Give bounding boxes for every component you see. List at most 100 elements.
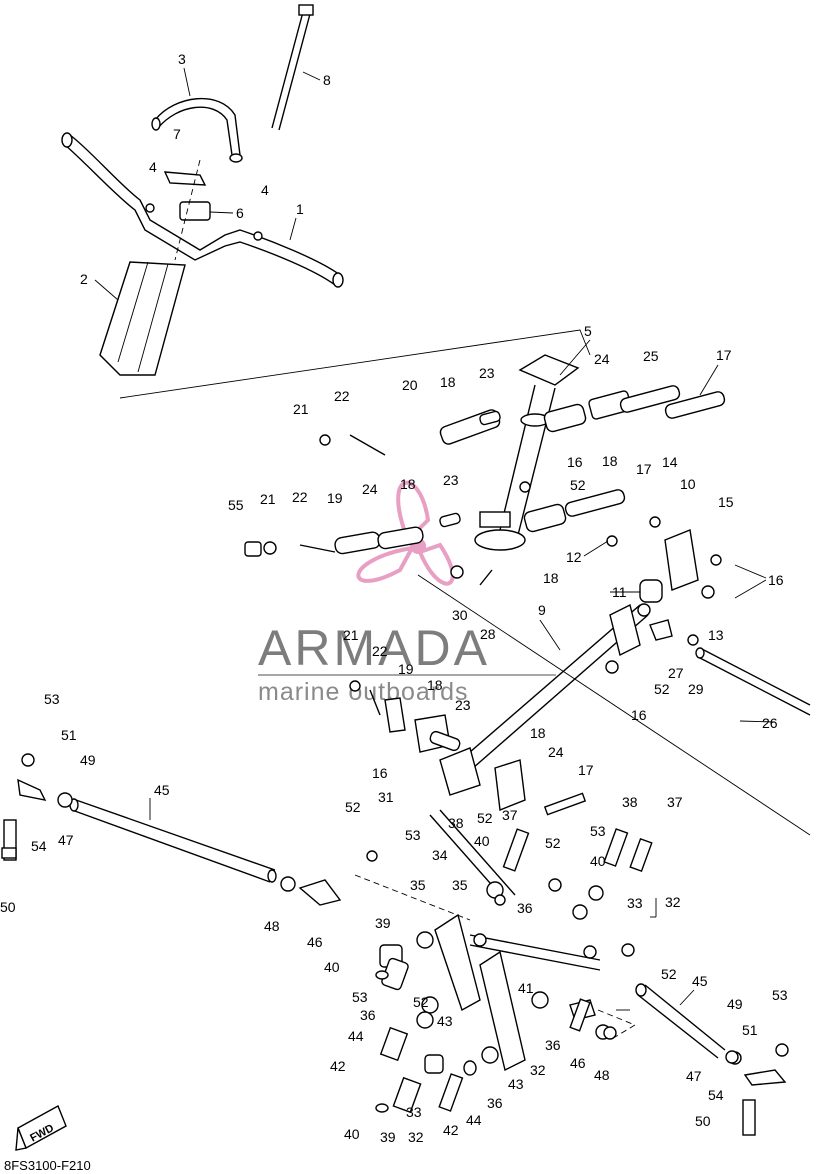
callout: 32: [408, 1129, 424, 1145]
fwd-direction-badge: FWD: [15, 1105, 67, 1151]
watermark-propeller-logo: [356, 480, 455, 586]
callout: 15: [718, 494, 734, 510]
callout: 38: [622, 794, 638, 810]
callout: 23: [455, 697, 471, 713]
callout: 50: [0, 899, 16, 915]
callout: 22: [292, 489, 308, 505]
callout: 52: [545, 835, 561, 851]
callout: 46: [570, 1055, 586, 1071]
callout: 23: [479, 365, 495, 381]
left-ball-joint: [1, 753, 342, 906]
callout: 37: [502, 807, 518, 823]
small-hardware: [244, 410, 739, 1114]
callout: 13: [708, 627, 724, 643]
callout: 33: [406, 1104, 422, 1120]
callout: 40: [474, 833, 490, 849]
callout: 16: [768, 572, 784, 588]
callout: 53: [590, 823, 606, 839]
callout: 43: [508, 1076, 524, 1092]
callout: 54: [708, 1087, 724, 1103]
callout: 48: [264, 918, 280, 934]
callout: 10: [680, 476, 696, 492]
callout: 40: [324, 959, 340, 975]
main-shaft: [454, 603, 811, 776]
callout: 27: [668, 665, 684, 681]
callout: 54: [31, 838, 47, 854]
callout: 35: [410, 877, 426, 893]
callout: 6: [236, 205, 244, 221]
callout: 37: [667, 794, 683, 810]
callout: 47: [58, 832, 74, 848]
callout: 19: [327, 490, 343, 506]
callout: 17: [636, 461, 652, 477]
callout: 7: [173, 126, 181, 142]
callout: 18: [530, 725, 546, 741]
callout: 16: [372, 765, 388, 781]
callout: 31: [378, 789, 394, 805]
callout: 42: [443, 1122, 459, 1138]
callout: 46: [307, 934, 323, 950]
callout: 43: [437, 1013, 453, 1029]
callout: 35: [452, 877, 468, 893]
callout: 39: [375, 915, 391, 931]
callout: 49: [80, 752, 96, 768]
callout: 55: [228, 497, 244, 513]
callout: 51: [61, 727, 77, 743]
callout: 18: [400, 476, 416, 492]
callout: 9: [538, 602, 546, 618]
callout: 52: [413, 994, 429, 1010]
callout: 18: [440, 374, 456, 390]
callout: 48: [594, 1067, 610, 1083]
callout: 29: [688, 681, 704, 697]
callout: 8: [323, 72, 331, 88]
callout: 33: [627, 895, 643, 911]
callout: 18: [602, 453, 618, 469]
callout: 2: [80, 271, 88, 287]
callout: 52: [661, 966, 677, 982]
callout: 21: [293, 401, 309, 417]
section-boundary: [119, 329, 591, 399]
callout: 52: [654, 681, 670, 697]
callout: 52: [477, 810, 493, 826]
callout: 53: [405, 827, 421, 843]
callout: 36: [487, 1095, 503, 1111]
callout: 21: [260, 491, 276, 507]
callout: 4: [261, 182, 269, 198]
callout: 32: [665, 894, 681, 910]
callout: 38: [448, 815, 464, 831]
callout: 22: [372, 643, 388, 659]
callout: 47: [686, 1068, 702, 1084]
callout: 40: [590, 853, 606, 869]
callout: 53: [352, 989, 368, 1005]
leader-lines: [94, 67, 776, 1011]
callout: 14: [662, 454, 678, 470]
callout: 26: [762, 715, 778, 731]
callout: 32: [530, 1062, 546, 1078]
callout: 44: [348, 1028, 364, 1044]
callout: 52: [345, 799, 361, 815]
callout: 51: [742, 1022, 758, 1038]
callout: 4: [149, 159, 157, 175]
callout: 23: [443, 472, 459, 488]
callout: 18: [427, 677, 443, 693]
callout: 21: [343, 627, 359, 643]
part-callouts: 1 2 3 4 4 5 6 7 8 9 10 11 12 13 14 15 16…: [0, 51, 788, 1145]
callout: 28: [480, 626, 496, 642]
callout: 24: [362, 481, 378, 497]
callout: 24: [548, 744, 564, 760]
watermark-brand: ARMADA: [258, 620, 490, 676]
callout: 36: [360, 1007, 376, 1023]
callout: 24: [594, 351, 610, 367]
callout: 1: [296, 201, 304, 217]
callout: 52: [570, 477, 586, 493]
callout: 3: [178, 51, 186, 67]
callout: 34: [432, 847, 448, 863]
callout: 16: [631, 707, 647, 723]
callout: 39: [380, 1129, 396, 1145]
callout: 22: [334, 388, 350, 404]
callout: 36: [517, 900, 533, 916]
callout: 30: [452, 607, 468, 623]
callout: 12: [566, 549, 582, 565]
callout: 25: [643, 348, 659, 364]
callout: 40: [344, 1126, 360, 1142]
